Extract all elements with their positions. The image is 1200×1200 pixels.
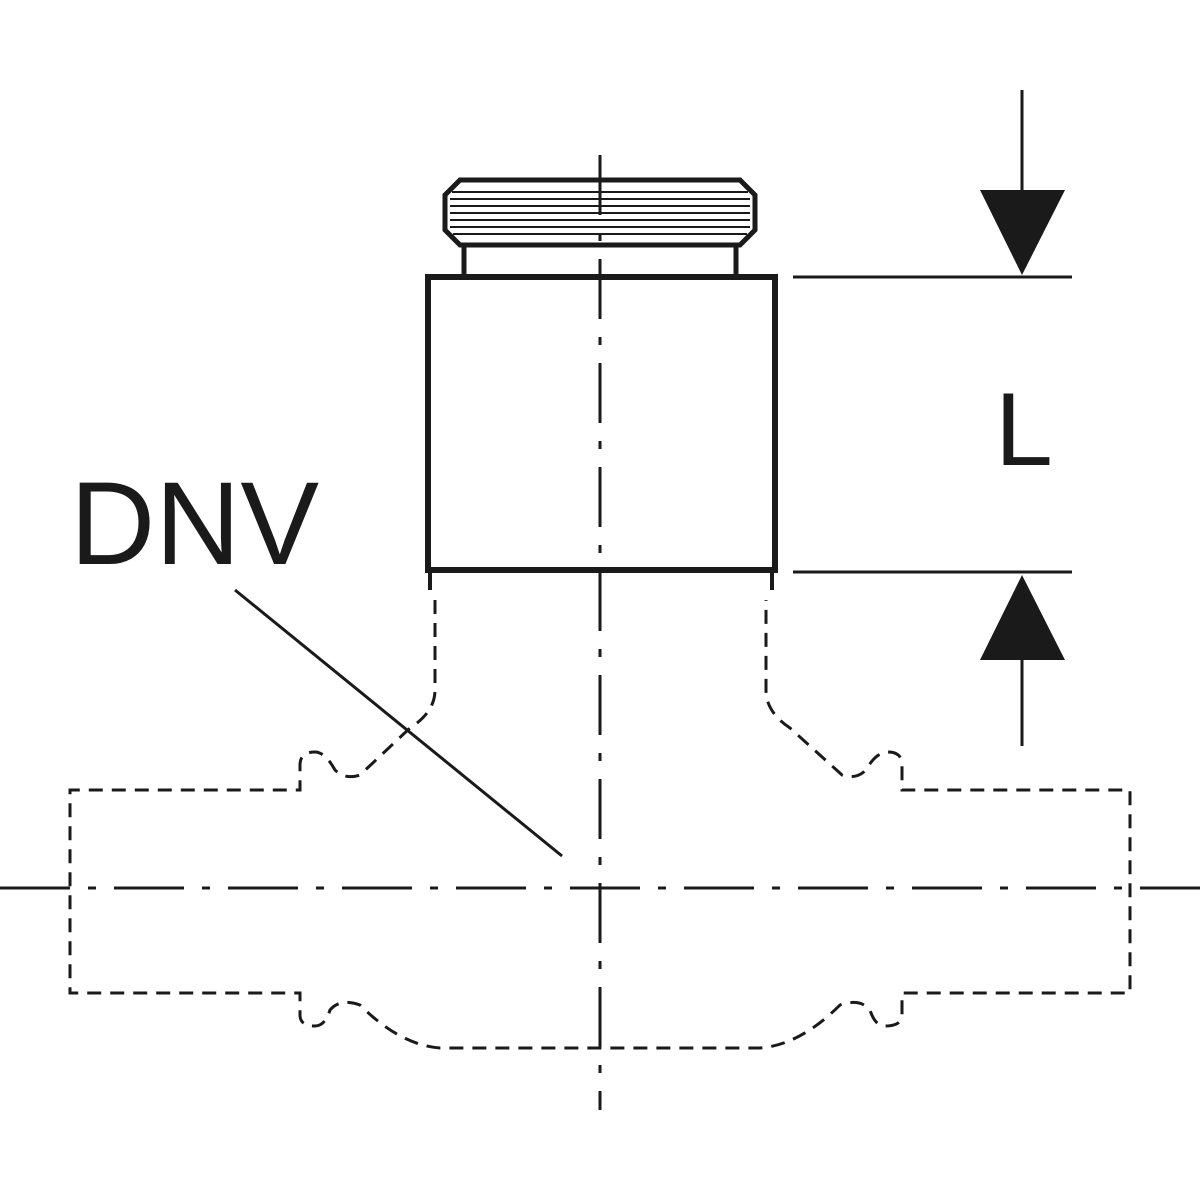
dimension-label-L: L [995,372,1053,488]
tee-outline-dashed [68,600,1132,1050]
arrow-down-icon [980,190,1065,275]
dnv-leader-line [234,588,563,858]
arrow-up-icon [980,575,1065,660]
threaded-end [442,177,758,277]
dimension-L [793,90,1072,746]
pipe-body [425,274,778,573]
dnv-label: DNV [70,458,319,590]
